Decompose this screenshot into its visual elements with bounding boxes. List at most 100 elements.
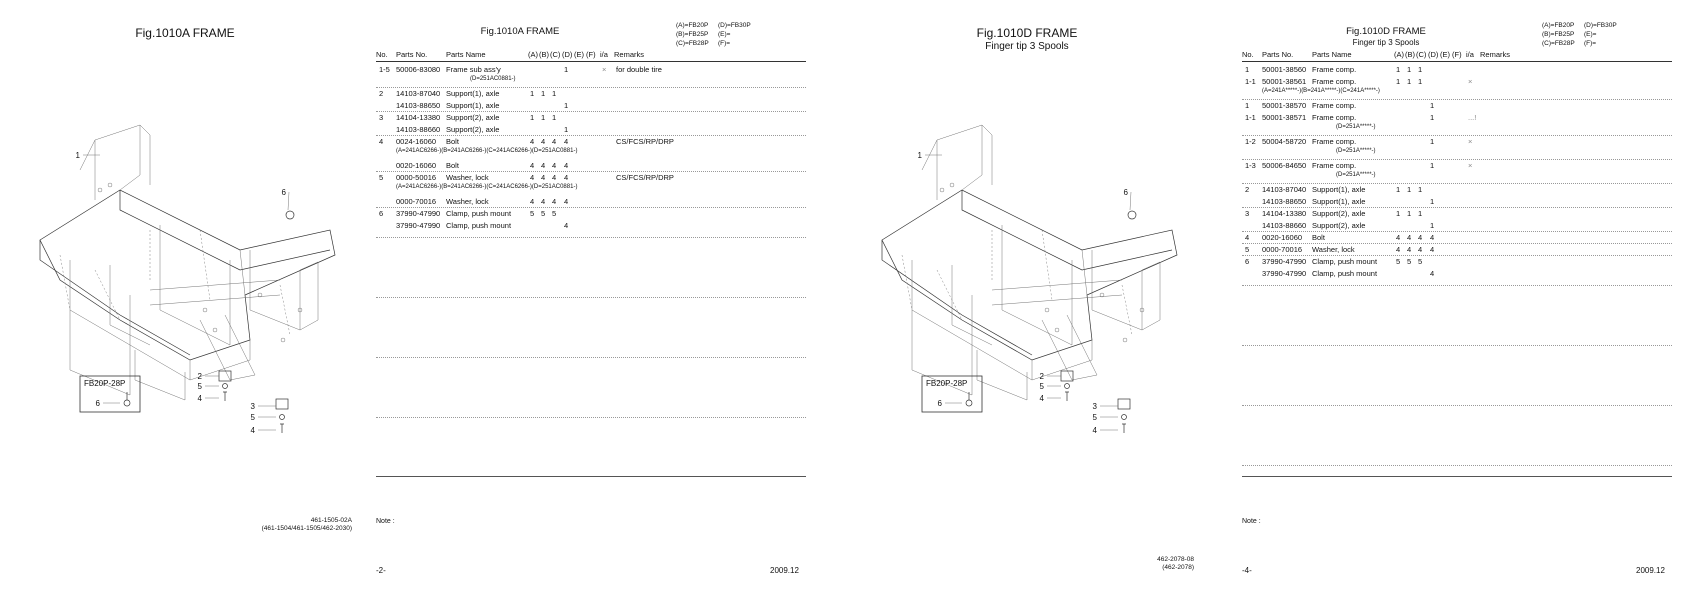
cell-b: 1 (1407, 77, 1412, 86)
cell-pn: 50001-38570 (1262, 101, 1307, 110)
cell-b: 4 (541, 161, 546, 170)
frame-line (39, 240, 191, 356)
row-separator (376, 207, 806, 208)
cell-a: 5 (1396, 257, 1401, 266)
part-callout: 3 (251, 402, 256, 411)
part-callout: 6 (938, 399, 943, 408)
blank-row-separator (376, 417, 806, 418)
cell-d: 4 (564, 173, 569, 182)
legend-line: (B)=FB25P(E)= (676, 30, 760, 39)
cell-pn: 50006-83080 (396, 65, 441, 74)
axle-support-part (275, 398, 289, 410)
frame-hole (1054, 327, 1060, 333)
cell-name: Support(2), axle (446, 125, 500, 134)
column-header: (D) (562, 50, 573, 59)
blank-row-separator (1242, 465, 1672, 466)
frame-line (159, 225, 231, 346)
column-header: (D) (1428, 50, 1439, 59)
frame-line (149, 279, 281, 291)
cell-c: 1 (1418, 65, 1423, 74)
cell-pn: 0000-70016 (1262, 245, 1303, 254)
row-separator (1242, 231, 1672, 232)
cell-name: Clamp, push mount (1312, 269, 1378, 278)
frame-line (981, 124, 993, 185)
cell-no: 1-5 (379, 65, 390, 74)
legend-entry: (B)=FB25P (1542, 31, 1575, 38)
cell-c: 5 (1418, 257, 1423, 266)
legend-entry: (F)= (1584, 40, 1597, 47)
drawing-page-right: Fig.1010D FRAME Finger tip 3 Spools FB20… (842, 0, 1212, 595)
frame-line (139, 124, 151, 185)
hidden-line (1121, 284, 1133, 336)
cell-b: 4 (541, 197, 546, 206)
cell-pn: 50004-58720 (1262, 137, 1307, 146)
serial-range-note: (A=241AC6266-)(B=241AC6266-)(C=241AC6266… (396, 184, 578, 190)
cell-pn: 14103-87040 (396, 89, 441, 98)
row-separator (1242, 135, 1672, 136)
column-header: Parts No. (396, 50, 428, 59)
cell-b: 1 (541, 113, 546, 122)
bolt-part (1065, 391, 1069, 401)
parts-page-right: Fig.1010D FRAME Finger tip 3 Spools (A)=… (1236, 0, 1682, 595)
cell-c: 4 (1418, 233, 1423, 242)
row-separator (376, 87, 806, 88)
column-header: (E) (574, 50, 584, 59)
frame-line (951, 265, 993, 346)
cell-b: 4 (1407, 245, 1412, 254)
frame-line (991, 294, 1123, 306)
cell-ia: × (1468, 137, 1473, 146)
frame-hole (202, 307, 208, 313)
frame-hole (1139, 307, 1145, 313)
frame-line (69, 260, 131, 346)
page-number: -2- (376, 566, 386, 575)
legend-line: (B)=FB25P(E)= (1542, 30, 1626, 39)
model-legend: (A)=FB20P(D)=FB30P(B)=FB25P(E)=(C)=FB28P… (676, 21, 760, 48)
cell-d: 1 (1430, 101, 1435, 110)
figure-title: Fig.1010D FRAME (976, 26, 1078, 40)
cell-a: 1 (1396, 209, 1401, 218)
cell-name: Bolt (446, 137, 459, 146)
cell-c: 4 (552, 161, 557, 170)
cell-no: 2 (379, 89, 384, 98)
cell-d: 1 (1430, 221, 1435, 230)
frame-line (299, 261, 319, 331)
inset-box (79, 375, 141, 413)
legend-entry: (D)=FB30P (718, 22, 751, 29)
frame-line (881, 189, 1178, 361)
row-separator (1242, 183, 1672, 184)
legend-entry: (B)=FB25P (676, 31, 709, 38)
serial-range-note: (D=251AC0881-) (470, 76, 516, 82)
cell-pn: 0000-50016 (396, 173, 437, 182)
cell-no: 4 (1245, 233, 1250, 242)
cell-a: 5 (530, 209, 535, 218)
cell-name: Frame comp. (1312, 77, 1357, 86)
hidden-line (94, 269, 121, 321)
page-number: -4- (1242, 566, 1252, 575)
clamp-part (965, 399, 973, 407)
cell-c: 1 (1418, 209, 1423, 218)
legend-line: (C)=FB28P(F)= (676, 39, 760, 48)
frame-hole (297, 307, 303, 313)
parts-list-title: Fig.1010D FRAME (1346, 26, 1426, 37)
cell-pn: 0000-70016 (396, 197, 437, 206)
frame-line (149, 294, 281, 306)
cell-name: Clamp, push mount (446, 221, 512, 230)
legend-entry: (D)=FB30P (1584, 22, 1617, 29)
cell-b: 1 (541, 89, 546, 98)
washer-part (1064, 383, 1070, 389)
cell-d: 1 (564, 65, 569, 74)
cell-pn: 14103-88650 (396, 101, 441, 110)
issue-date: 2009.12 (770, 566, 799, 575)
issue-date: 2009.12 (1636, 566, 1665, 575)
